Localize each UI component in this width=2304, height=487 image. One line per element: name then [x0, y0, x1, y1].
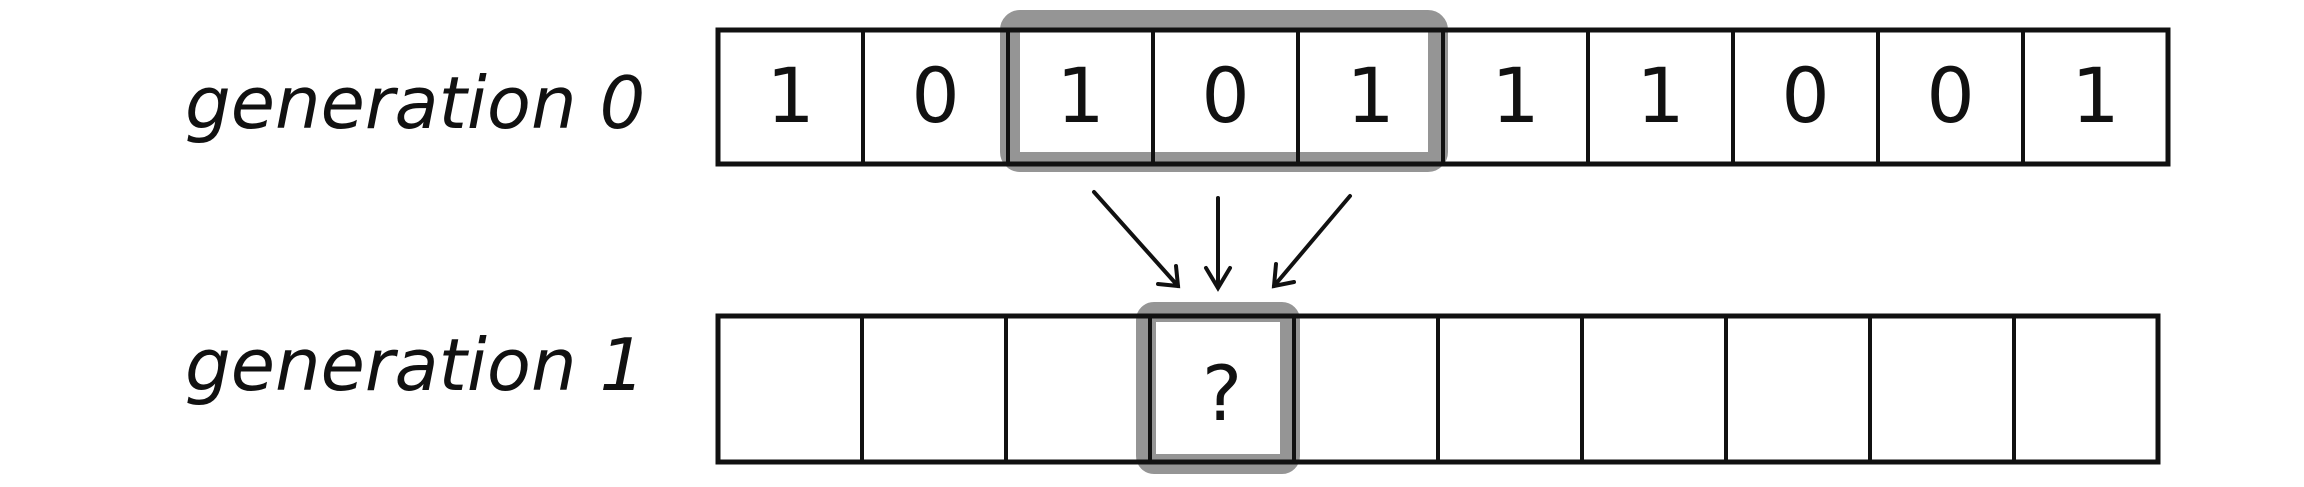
arrow-left — [1092, 190, 1181, 289]
generation-0-cell-8-value: 0 — [1926, 51, 1974, 140]
generation-0-cell-0-value: 1 — [766, 51, 814, 140]
arrows — [1092, 190, 1352, 292]
generation-1-row: ? — [715, 313, 2161, 465]
generation-1-cell-4 — [1292, 314, 1440, 464]
generation-1-cell-0 — [716, 314, 864, 464]
generation-0-row: 1 0 1 0 1 1 1 0 0 1 — [715, 27, 2171, 167]
generation-0-cell-5-value: 1 — [1491, 51, 1539, 140]
generation-1-cell-1 — [860, 314, 1008, 464]
generation-0-cell-7-value: 0 — [1781, 51, 1829, 140]
generation-1-cell-5 — [1436, 314, 1584, 464]
generation-1-cell-8 — [1868, 314, 2016, 464]
arrow-center — [1204, 196, 1232, 292]
generation-1-cell-7 — [1724, 314, 1872, 464]
generation-0-label: generation 0 — [185, 61, 645, 145]
generation-1-cell-9 — [2012, 314, 2160, 464]
generation-1-cell-6 — [1580, 314, 1728, 464]
generation-1-label: generation 1 — [185, 323, 645, 407]
generation-0-cell-2-value: 1 — [1056, 51, 1104, 140]
generation-0-cell-6-value: 1 — [1636, 51, 1684, 140]
generation-0-cell-9 — [2021, 28, 2170, 166]
generation-0-cell-9-value: 1 — [2071, 51, 2119, 140]
arrow-right — [1271, 194, 1352, 289]
generation-1-cell-3-value: ? — [1202, 349, 1242, 438]
generation-1-cell-2 — [1004, 314, 1152, 464]
generation-0-cell-3-value: 0 — [1201, 51, 1249, 140]
generation-0-cell-4-value: 1 — [1346, 51, 1394, 140]
generation-0-cell-1-value: 0 — [911, 51, 959, 140]
